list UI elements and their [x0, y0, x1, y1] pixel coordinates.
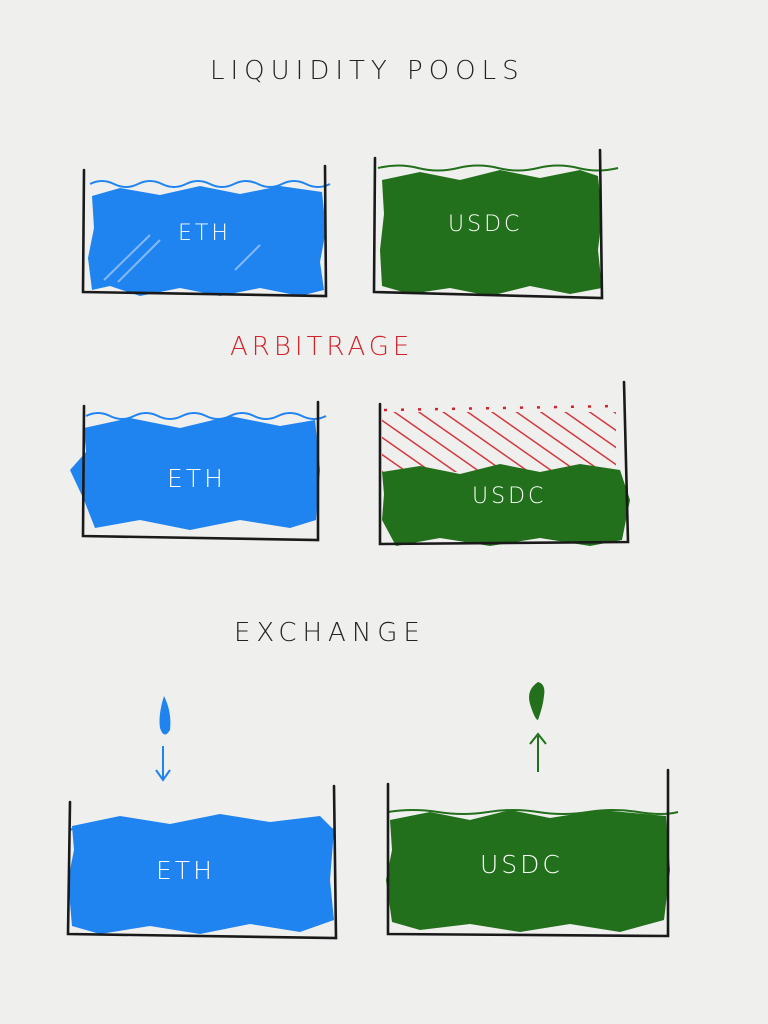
pool-usdc-row1: [372, 148, 619, 300]
pool-eth-row2: [70, 400, 327, 542]
pool-container: [386, 768, 670, 938]
usdc-drop-out: [529, 682, 547, 772]
pool-container: [66, 784, 338, 940]
label-eth-row2: ETH: [167, 464, 226, 493]
up-arrow-head: [529, 732, 547, 745]
label-eth-row3: ETH: [156, 856, 215, 885]
usdc-waterline: [387, 809, 679, 815]
title-arbitrage: ARBITRAGE: [230, 332, 414, 362]
pool-container: [81, 164, 328, 298]
usdc-fill: [380, 170, 602, 296]
label-eth-row1: ETH: [178, 221, 231, 246]
pool-container: [81, 400, 320, 542]
eth-wave: [89, 180, 331, 188]
arbitrage-dotted-line: [383, 404, 619, 412]
eth-drop: [159, 696, 171, 735]
title-liquidity-pools: LIQUIDITY POOLS: [210, 56, 525, 86]
usdc-fill: [386, 810, 670, 932]
eth-drop-in: [155, 696, 171, 782]
eth-wave: [85, 412, 327, 420]
usdc-drop: [529, 682, 545, 720]
usdc-fill: [382, 464, 630, 546]
eth-fill: [68, 814, 334, 934]
pool-eth-row3: [66, 784, 338, 940]
pool-eth-row1: [81, 164, 331, 298]
title-exchange: EXCHANGE: [234, 618, 426, 648]
pool-usdc-row2: [378, 380, 630, 546]
down-arrow-head: [155, 769, 171, 782]
arbitrage-hatch: [382, 412, 616, 472]
pool-container: [372, 148, 604, 300]
usdc-waterline: [377, 164, 619, 172]
eth-fill: [70, 416, 320, 530]
label-usdc-row2: USDC: [472, 484, 547, 509]
eth-fill: [88, 186, 326, 296]
pool-usdc-row3: [386, 768, 679, 938]
eth-wave: [69, 826, 335, 834]
pool-container: [378, 380, 630, 546]
label-usdc-row3: USDC: [480, 850, 563, 879]
label-usdc-row1: USDC: [448, 212, 523, 237]
